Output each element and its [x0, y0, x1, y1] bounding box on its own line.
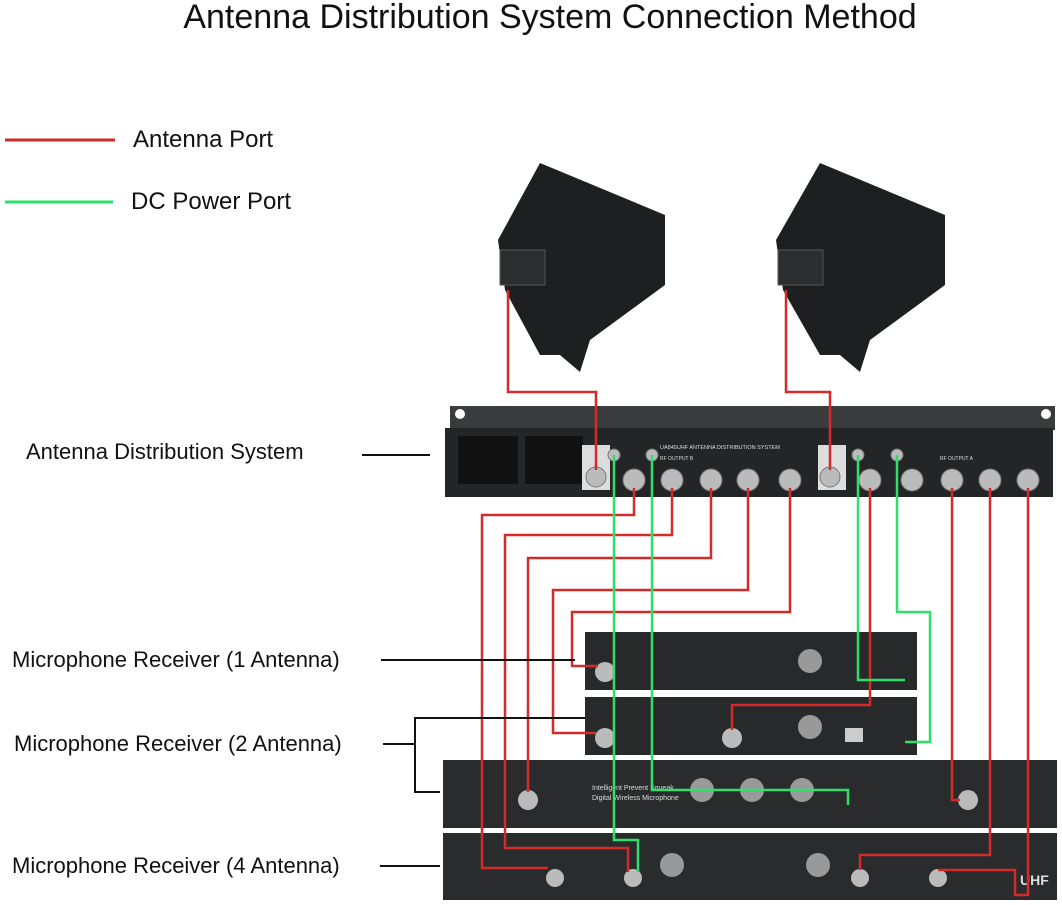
page-title: Antenna Distribution System Connection M… [183, 0, 917, 36]
antenna-left [498, 163, 665, 372]
antenna-right [776, 163, 945, 372]
rack-model-text: UA845UHF ANTENNA DISTRIBUTION SYSTEM [660, 445, 780, 451]
label-receiver-1: Microphone Receiver (1 Antenna) [12, 647, 340, 672]
receiver-1-antenna [585, 632, 917, 690]
uhf-text: UHF [1020, 872, 1049, 888]
receiver-4-antenna-upper: Intelligent Prevent Squeak Digital Wirel… [443, 760, 1057, 828]
label-leader-lines [362, 454, 585, 867]
receiver-brand-text-2: Digital Wireless Microphone [592, 795, 679, 802]
receiver-brand-text-1: Intelligent Prevent Squeak [592, 785, 674, 792]
receiver-4-antenna-lower: UHF [443, 833, 1057, 900]
rf-output-b-text: RF OUTPUT B [660, 456, 694, 462]
rf-output-a-text: RF OUTPUT A [940, 456, 974, 462]
label-distribution-system: Antenna Distribution System [26, 439, 304, 464]
dc-power-cables [612, 455, 932, 872]
legend-dc-power-port: DC Power Port [131, 188, 292, 215]
antenna-distribution-unit: UA845UHF ANTENNA DISTRIBUTION SYSTEM RF … [445, 406, 1055, 497]
label-receiver-4: Microphone Receiver (4 Antenna) [12, 853, 340, 878]
label-receiver-2: Microphone Receiver (2 Antenna) [14, 731, 342, 756]
antenna-cables [480, 290, 1030, 897]
legend-antenna-port: Antenna Port [133, 126, 274, 153]
receiver-2-antenna [585, 697, 917, 755]
